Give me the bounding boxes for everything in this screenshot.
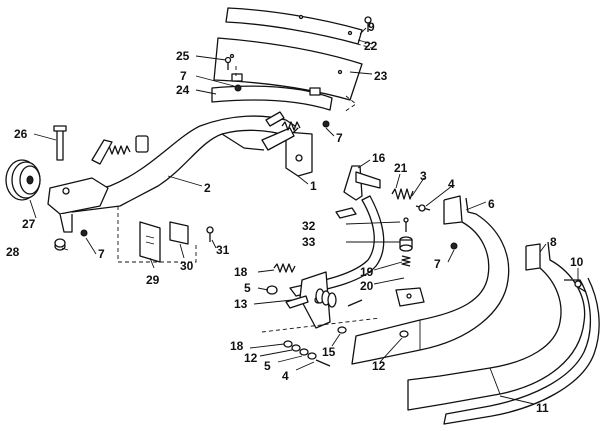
callout-24: 24 (176, 83, 190, 97)
skirt-6 (351, 195, 510, 365)
callout-8: 8 (550, 235, 557, 249)
bolt-9-right (574, 280, 587, 293)
callout-13: 13 (234, 297, 248, 311)
nut-7-left (80, 229, 88, 237)
shield-23 (213, 37, 363, 101)
nut-7-mid (322, 120, 330, 128)
callout-5-lower: 5 (264, 359, 271, 373)
arm-middle (289, 195, 385, 297)
spring-upper-left (105, 145, 131, 155)
callout-29: 29 (146, 273, 160, 287)
callout-31: 31 (216, 243, 230, 257)
bolt-32 (403, 217, 409, 232)
strap-10 (443, 277, 600, 425)
callout-6: 6 (488, 197, 495, 211)
callout-5-upper: 5 (244, 281, 251, 295)
callout-33: 33 (302, 235, 316, 249)
callout-1: 1 (310, 179, 317, 193)
callout-4-upper: 4 (448, 177, 455, 191)
callout-9-right: 10 (570, 255, 584, 269)
callout-4-lower: 4 (282, 369, 289, 383)
bolt-4-upper (415, 204, 431, 212)
callout-15: 15 (322, 345, 336, 359)
bolt-9-top (364, 16, 372, 32)
clip-small (335, 207, 357, 219)
callout-19: 19 (360, 265, 374, 279)
leader-lines (29, 27, 579, 405)
bracket-1 (261, 127, 313, 177)
callout-23: 23 (374, 69, 388, 83)
lever-14 (343, 165, 381, 201)
callout-30: 30 (180, 259, 194, 273)
bolt-4-lower (315, 359, 331, 367)
callout-18: 18 (230, 339, 244, 353)
lever-left (91, 139, 113, 165)
callout-2: 2 (204, 181, 211, 195)
callout-7-right: 7 (434, 257, 441, 271)
spring-19 (401, 255, 411, 267)
callout-9-top: 9 (368, 20, 375, 34)
callout-22: 22 (364, 39, 378, 53)
callout-25: 25 (176, 49, 190, 63)
callout-26: 26 (14, 127, 28, 141)
pulley-27 (5, 159, 41, 201)
callout-20: 20 (360, 279, 374, 293)
bracket-20 (395, 287, 425, 307)
callout-10: 11 (536, 401, 549, 415)
callout-27: 27 (22, 217, 36, 231)
callout-32: 32 (302, 219, 316, 233)
nut-15 (337, 326, 347, 334)
pin-26 (53, 125, 67, 161)
pulley-mount (47, 177, 109, 233)
pin-small (347, 299, 363, 307)
callout-16: 18 (234, 265, 248, 279)
nut-11 (399, 330, 409, 338)
plate-29 (139, 221, 161, 263)
spring-16 (273, 263, 296, 273)
plate-30 (169, 221, 189, 245)
callout-7-mid: 7 (336, 131, 343, 145)
nut-7-right (450, 242, 458, 250)
roller-stack (315, 288, 337, 308)
callout-labels: 9 22 23 25 7 24 7 26 2 1 16 21 3 4 6 27 … (6, 20, 584, 415)
callout-28: 28 (6, 245, 20, 259)
washer-5-upper (266, 285, 278, 295)
plate-24 (211, 73, 333, 111)
spring-upper-right (281, 121, 301, 131)
callout-3: 3 (420, 169, 427, 183)
callout-7-top: 7 (180, 69, 187, 83)
callout-7-left: 7 (98, 247, 105, 261)
skirt-10 (407, 241, 586, 411)
callout-21: 21 (394, 161, 408, 175)
arm-2 (69, 115, 299, 213)
spring-21 (391, 188, 414, 200)
nut-7-top (234, 84, 242, 92)
callout-14: 16 (372, 151, 386, 165)
bolt-31 (206, 226, 214, 242)
knob-upper (135, 135, 149, 153)
bushing-33 (399, 236, 413, 252)
plate-22 (225, 7, 363, 45)
callout-11: 12 (372, 359, 386, 373)
callout-12: 12 (244, 351, 258, 365)
lever-right (265, 111, 285, 127)
